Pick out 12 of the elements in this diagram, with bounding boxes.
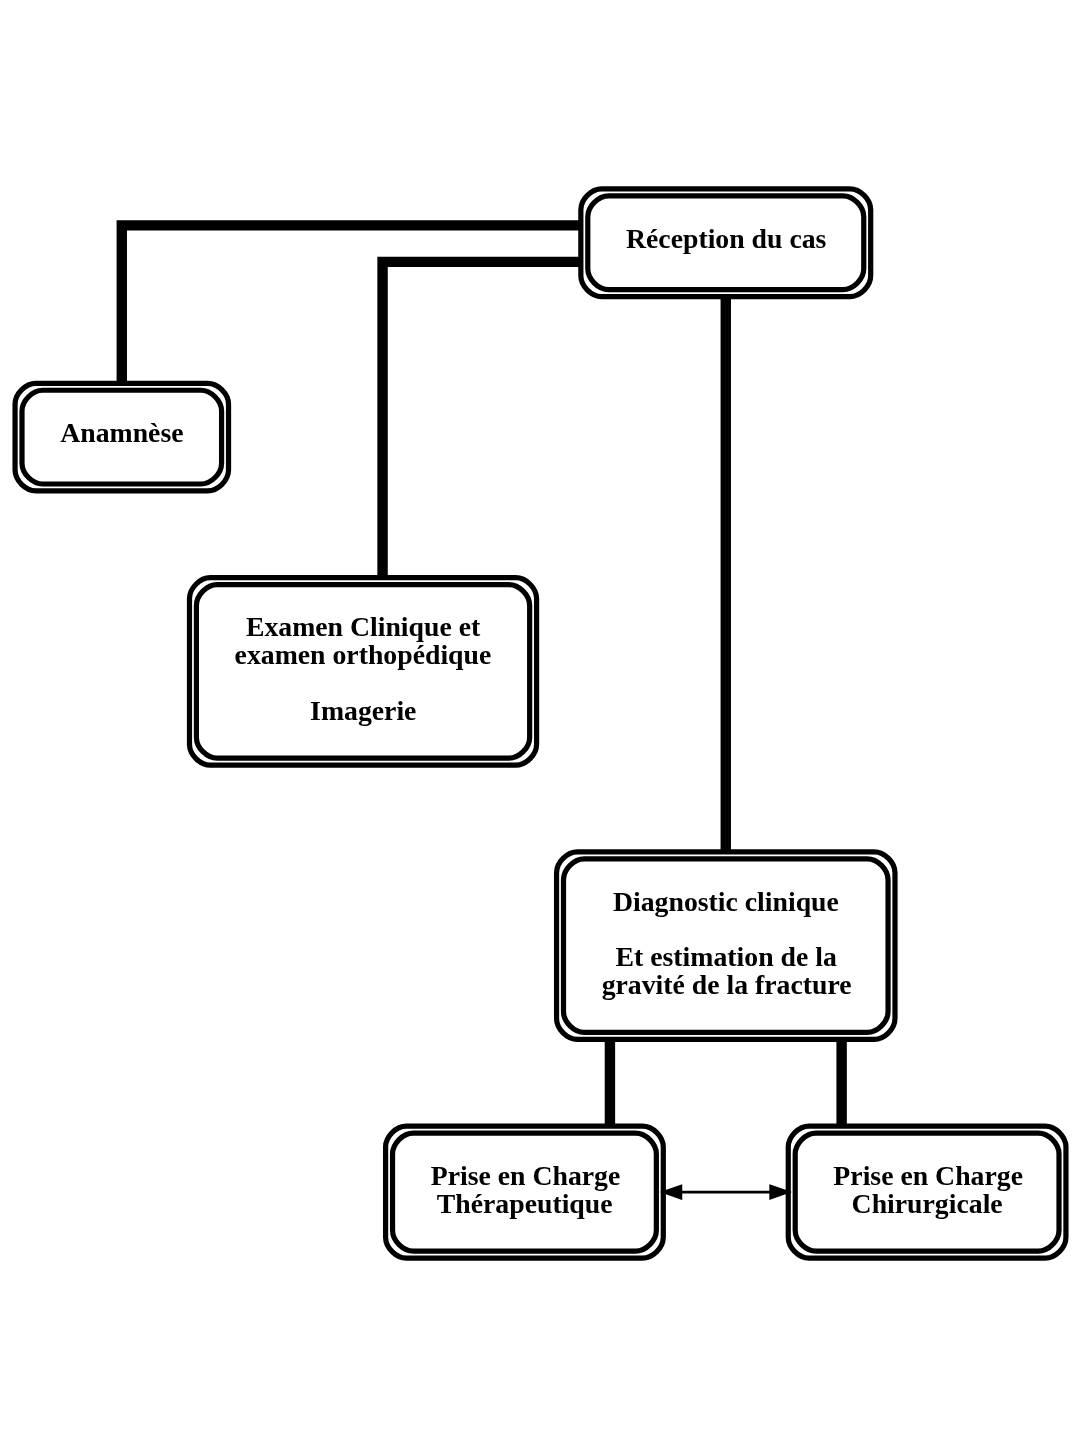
node-box: Examen Clinique et examen orthopédique Imagerie <box>186 575 540 768</box>
connector <box>836 1039 847 1127</box>
connector <box>604 1039 616 1127</box>
node-box: Prise en Charge Chirurgicale <box>785 1123 1069 1261</box>
connector <box>377 256 581 578</box>
connector <box>116 220 581 384</box>
node-box: Diagnostic clinique Et estimation de la gravité de la fracture <box>553 849 898 1042</box>
node-box: Prise en Charge Thérapeutique <box>383 1123 666 1261</box>
node-box: Réception du cas <box>578 186 874 300</box>
connector <box>720 296 731 852</box>
node-box: Anamnèse <box>12 380 232 494</box>
arrow <box>659 1184 792 1200</box>
